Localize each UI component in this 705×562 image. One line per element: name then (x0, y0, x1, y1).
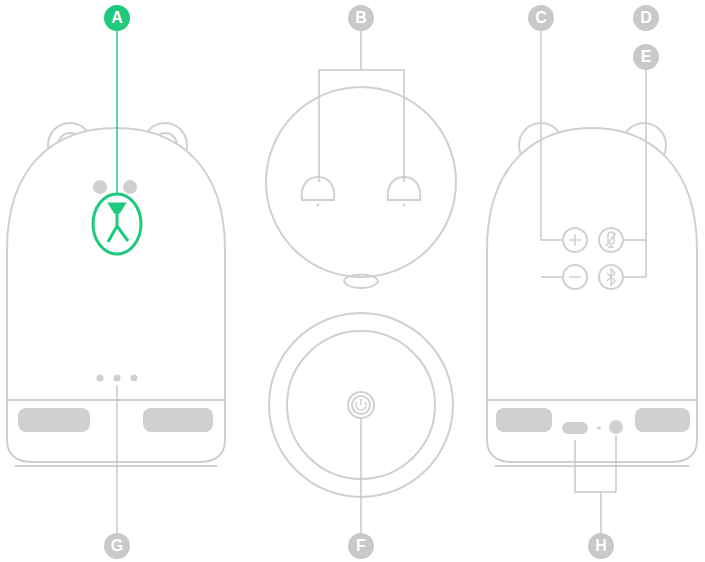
callout-letter: F (348, 533, 374, 559)
callout-letter: G (104, 533, 130, 559)
callout-letter: B (348, 5, 374, 31)
callout-letter: D (633, 5, 659, 31)
callout-letter: C (528, 5, 554, 31)
callout-letter: A (104, 5, 130, 31)
callout-letter: E (633, 44, 659, 70)
callout-letter: H (588, 533, 614, 559)
